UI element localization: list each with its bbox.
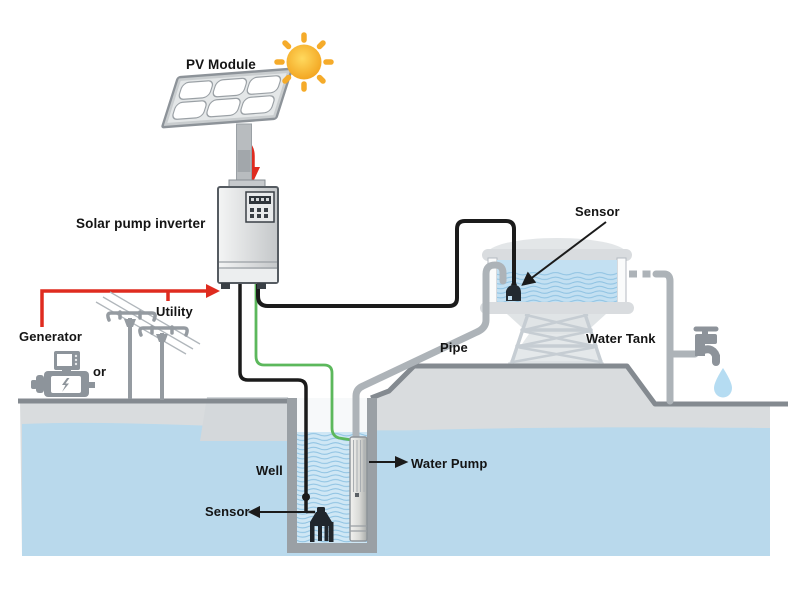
- faucet: [693, 326, 720, 366]
- pv-panel-icon: [161, 67, 293, 129]
- black-well-sensor-cable: [238, 282, 308, 512]
- inverter-label: Solar pump inverter: [76, 216, 206, 231]
- sun-icon: [274, 32, 334, 92]
- pv-module-label: PV Module: [186, 57, 256, 72]
- water-tank-label: Water Tank: [586, 331, 656, 346]
- tank-bottom-rim: [480, 302, 634, 314]
- groundwater: [22, 422, 770, 556]
- pv-mast: [236, 123, 252, 191]
- ground-surface-line-right: [370, 363, 788, 407]
- tank-sensor-icon: [506, 285, 521, 301]
- annotation-arrows: [247, 221, 607, 519]
- pipes: [352, 261, 699, 442]
- utility-poles-icon: [95, 291, 201, 400]
- or-label: or: [93, 364, 107, 379]
- tank-sensor-label: Sensor: [575, 204, 620, 219]
- power-line-wires: [95, 291, 201, 355]
- generator-icon: [31, 351, 95, 397]
- well-sensor-label: Sensor: [205, 504, 250, 519]
- well-sensor-icon: [306, 507, 334, 542]
- lightning-bolt-icon: [62, 378, 70, 392]
- inverter-input-arrowhead: [206, 284, 220, 298]
- pole-foundation: [200, 397, 295, 441]
- wiring: [238, 219, 517, 512]
- green-pump-wire: [254, 284, 353, 442]
- water-pump-icon: [349, 436, 368, 542]
- black-tank-sensor-cable: [256, 219, 516, 308]
- tank-outlet-pipe: [652, 270, 674, 405]
- lattice-tower: [510, 312, 603, 364]
- utility-label: Utility: [156, 304, 193, 319]
- tank-top-rim: [482, 249, 632, 261]
- well-cable-junction-dot: [302, 493, 310, 501]
- well-label: Well: [256, 463, 283, 478]
- tank-wall-right: [616, 257, 627, 305]
- pump-to-tank-pipe: [352, 261, 507, 442]
- generator-label: Generator: [19, 329, 83, 344]
- water-pump-label: Water Pump: [411, 456, 488, 471]
- generator-to-inverter-wire: [40, 289, 206, 327]
- inverter-icon: [217, 179, 279, 289]
- well-walls: [287, 398, 377, 553]
- water-drop-icon: [714, 368, 732, 398]
- tank-sensor-arrow: [528, 221, 607, 281]
- pipe-label: Pipe: [440, 340, 468, 355]
